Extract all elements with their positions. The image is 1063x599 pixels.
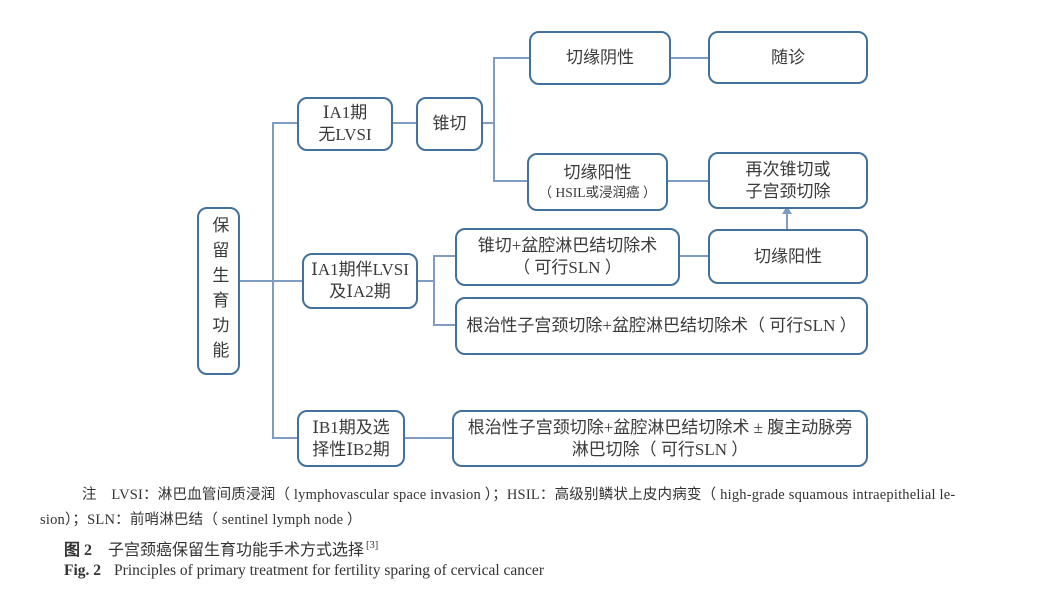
node-positive-margin-hsil: 切缘阳性 （ HSIL或浸润癌 ） — [527, 153, 668, 211]
node-label: 及ⅠA2期 — [329, 282, 391, 301]
node-label: 根治性子宫颈切除+盆腔淋巴结切除术（ 可行SLN ） — [466, 316, 857, 336]
connector-mneg-follow — [671, 57, 708, 59]
connector-trunk-s1 — [272, 122, 299, 124]
node-repeat-conization-trachelectomy: 再次锥切或 子宫颈切除 — [708, 152, 868, 209]
figure-number-en: Fig. 2 — [64, 562, 102, 579]
node-sublabel: （ HSIL或浸润癌 ） — [538, 184, 657, 200]
figure-caption-zh: 图 2 子宫颈癌保留生育功能手术方式选择[3] — [64, 536, 378, 560]
node-positive-margin: 切缘阳性 — [708, 229, 868, 284]
node-label: 锥切 — [432, 114, 467, 134]
connector-mpos2-recone-shaft — [786, 212, 788, 229]
connector-s1-cone — [393, 122, 416, 124]
figure-caption-en: Fig. 2 Principles of primary treatment fo… — [64, 562, 544, 580]
arrow-up-icon — [782, 206, 792, 214]
connector-root-trunk — [240, 280, 302, 282]
node-label: 锥切+盆腔淋巴结切除术 — [477, 236, 658, 256]
node-radical-trachelectomy-plnd: 根治性子宫颈切除+盆腔淋巴结切除术（ 可行SLN ） — [455, 297, 868, 355]
node-label: 淋巴切除（ 可行SLN ） — [571, 439, 749, 459]
connector-s2-branch2 — [418, 280, 435, 282]
node-stage-ia1-lvsi-ia2: ⅠA1期伴LVSI 及ⅠA2期 — [302, 253, 418, 309]
node-label: 子宫颈切除 — [745, 181, 831, 201]
node-radical-trachelectomy-plnd-paraaortic: 根治性子宫颈切除+盆腔淋巴结切除术 ± 腹主动脉旁 淋巴切除（ 可行SLN ） — [452, 410, 868, 467]
connector-branch1-mneg — [493, 57, 529, 59]
node-label: 择性ⅠB2期 — [312, 439, 390, 459]
connector-branch1-mpos1 — [493, 180, 527, 182]
figure-title-en: Principles of primary treatment for fert… — [114, 562, 544, 579]
node-fertility-preservation: 保留生育功能 — [197, 207, 240, 375]
figure-number-zh: 图 2 — [64, 542, 93, 559]
reference-marker: [3] — [366, 539, 379, 551]
node-label: 无LVSI — [318, 125, 372, 144]
figure-footnote: 注 LVSI：淋巴血管间质浸润（ lymphovascular space in… — [40, 483, 1045, 533]
connector-trunk-s3 — [272, 437, 299, 439]
node-label: 切缘阳性 — [754, 246, 822, 266]
node-label: （ 可行SLN ） — [513, 258, 622, 277]
node-label: ⅠA1期伴LVSI — [311, 260, 409, 280]
node-label: ⅠB1期及选 — [312, 417, 390, 437]
connector-s3-rad2 — [405, 437, 452, 439]
node-label: 随诊 — [771, 47, 805, 67]
node-label: 切缘阳性 — [563, 163, 632, 183]
node-label: 再次锥切或 — [745, 159, 831, 179]
node-stage-ib1-select-ib2: ⅠB1期及选 择性ⅠB2期 — [297, 410, 405, 467]
connector-cone-branch1 — [483, 122, 495, 124]
connector-mpos1-recone — [668, 180, 708, 182]
node-followup: 随诊 — [708, 31, 868, 84]
footnote-line-2: sion）；SLN：前哨淋巴结（ sentinel lymph node ） — [40, 512, 362, 528]
node-label: 根治性子宫颈切除+盆腔淋巴结切除术 ± 腹主动脉旁 — [467, 417, 853, 437]
node-conization: 锥切 — [416, 97, 483, 151]
figure-title-zh: 子宫颈癌保留生育功能手术方式选择 — [108, 542, 365, 559]
connector-branch2-cone2 — [433, 255, 455, 257]
connector-trunk — [272, 122, 274, 439]
connector-branch2 — [433, 255, 435, 326]
node-conization-pelvic-lymphadenectomy: 锥切+盆腔淋巴结切除术 （ 可行SLN ） — [455, 228, 680, 286]
connector-branch2-rad1 — [433, 324, 455, 326]
node-label: 保留生育功能 — [209, 216, 229, 366]
node-label: 切缘阴性 — [566, 48, 634, 68]
footnote-line-1: 注 LVSI：淋巴血管间质浸润（ lymphovascular space in… — [82, 487, 956, 503]
connector-branch1 — [493, 57, 495, 182]
node-negative-margin: 切缘阴性 — [529, 31, 671, 85]
connector-cone2-mpos2 — [680, 255, 708, 257]
node-stage-ia1-no-lvsi: ⅠA1期 无LVSI — [297, 97, 393, 151]
node-label: ⅠA1期 — [322, 103, 368, 123]
